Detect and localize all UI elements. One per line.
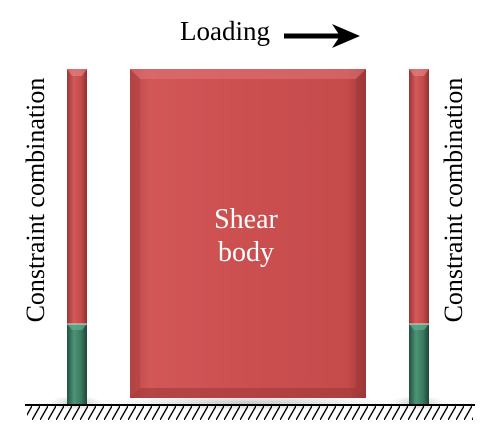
shear-body-label-line1: Shear: [214, 204, 278, 235]
left-constraint-label: Constraint combination: [21, 78, 50, 323]
left-constraint-column: [67, 69, 87, 404]
shear-body: [130, 69, 366, 398]
right-constraint-label: Constraint combination: [439, 78, 468, 323]
shear-body-label-line2: body: [218, 237, 274, 268]
loading-label: Loading: [180, 16, 270, 46]
right-constraint-column: [409, 69, 429, 404]
loading-arrow-icon: [284, 24, 360, 48]
ground-hatching: [25, 404, 475, 420]
